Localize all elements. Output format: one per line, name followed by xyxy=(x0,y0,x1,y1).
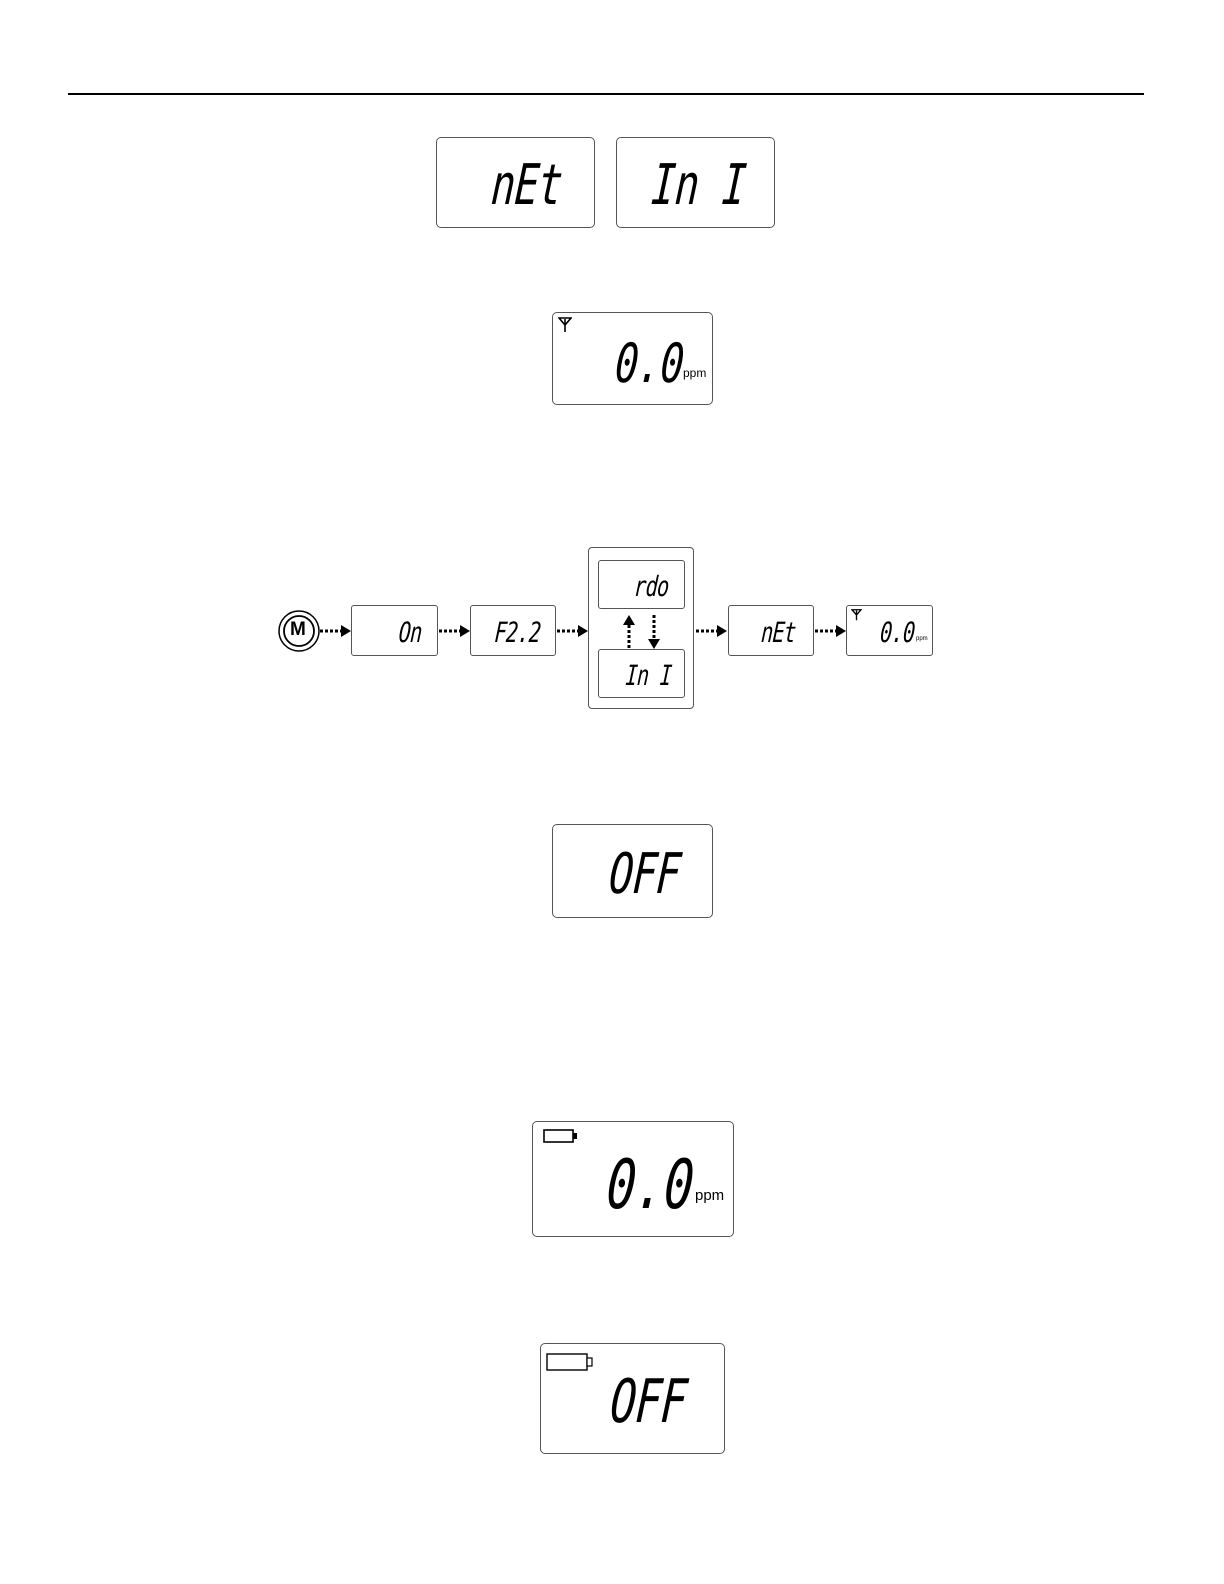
antenna-icon xyxy=(558,317,572,333)
battery-icon xyxy=(543,1128,579,1144)
lcd-display-network: nEt xyxy=(436,137,595,228)
lcd-reading: 0.0 xyxy=(880,619,916,647)
lcd-unit: ppm xyxy=(683,367,706,379)
alternating-display-group: rdo In I xyxy=(588,547,694,709)
lcd-step-radio: rdo xyxy=(598,560,685,609)
dotted-arrow-icon xyxy=(815,624,847,638)
lcd-text: rdo xyxy=(634,573,670,601)
lcd-step-reading: 0.0 ppm xyxy=(846,605,933,656)
dotted-arrow-icon xyxy=(320,624,352,638)
lcd-text: OFF xyxy=(607,847,682,903)
alternate-arrows-icon xyxy=(622,613,662,651)
lcd-text: In I xyxy=(650,158,748,214)
lcd-display-battery-reading: 0.0 ppm xyxy=(532,1121,734,1237)
lcd-step-firmware: F2.2 xyxy=(470,605,556,656)
lcd-text: F2.2 xyxy=(493,619,541,647)
lcd-text: In I xyxy=(624,662,672,690)
lcd-display-init: In I xyxy=(616,137,775,228)
lcd-text: OFF xyxy=(608,1372,688,1432)
lcd-step-network: nEt xyxy=(728,605,814,656)
lcd-reading: 0.0 xyxy=(605,1152,696,1220)
m-button-label: M xyxy=(290,620,306,639)
dotted-arrow-icon xyxy=(696,624,728,638)
header-rule xyxy=(68,93,1144,95)
lcd-step-init: In I xyxy=(598,649,685,698)
lcd-text: On xyxy=(398,619,423,647)
lcd-step-on: On xyxy=(351,605,438,656)
lcd-unit: ppm xyxy=(695,1188,724,1203)
lcd-text: nEt xyxy=(489,158,564,214)
lcd-display-battery-off: OFF xyxy=(540,1343,725,1454)
lcd-text: nEt xyxy=(761,619,797,647)
lcd-display-reading: 0.0 ppm xyxy=(552,312,713,405)
dotted-arrow-icon xyxy=(557,624,589,638)
dotted-arrow-icon xyxy=(439,624,471,638)
lcd-unit: ppm xyxy=(916,636,928,642)
antenna-icon xyxy=(851,609,862,621)
battery-icon xyxy=(546,1352,594,1372)
lcd-reading: 0.0 xyxy=(614,337,686,391)
lcd-display-off: OFF xyxy=(552,824,713,918)
